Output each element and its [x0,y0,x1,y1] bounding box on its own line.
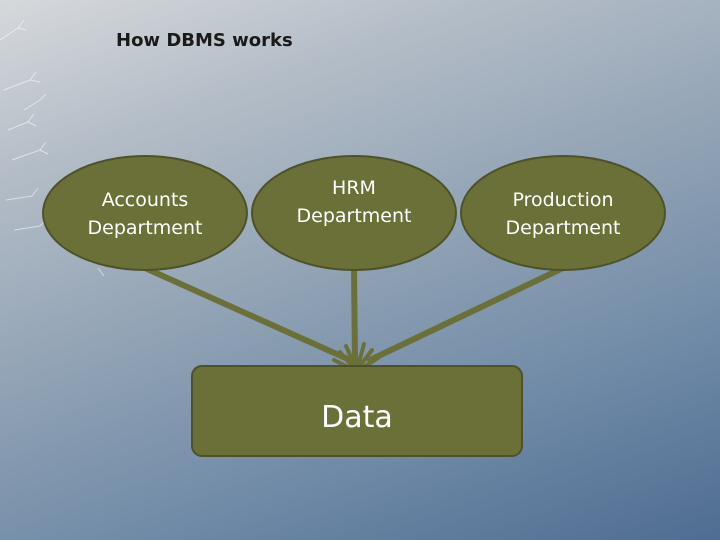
node-accounts-shape [42,155,248,271]
node-hrm-label: HRM Department [254,174,454,230]
node-production-label: Production Department [463,186,663,242]
node-hrm-shape [251,155,457,271]
node-accounts-line1: Accounts [101,189,189,211]
node-hrm-line1: HRM [332,177,376,199]
dandelion-decoration [0,19,109,277]
node-accounts-line2: Department [87,217,203,239]
slide-title: How DBMS works [116,30,293,51]
connector-merge [332,340,380,370]
connector-accounts [142,265,353,363]
node-production-line2: Department [505,217,621,239]
node-hrm-line2: Department [296,205,412,227]
connector-production [367,265,566,363]
node-production-line1: Production [512,189,614,211]
node-production-shape [460,155,666,271]
node-accounts-label: Accounts Department [45,186,245,242]
data-box-shape [191,365,523,457]
data-box-label: Data [321,400,393,435]
